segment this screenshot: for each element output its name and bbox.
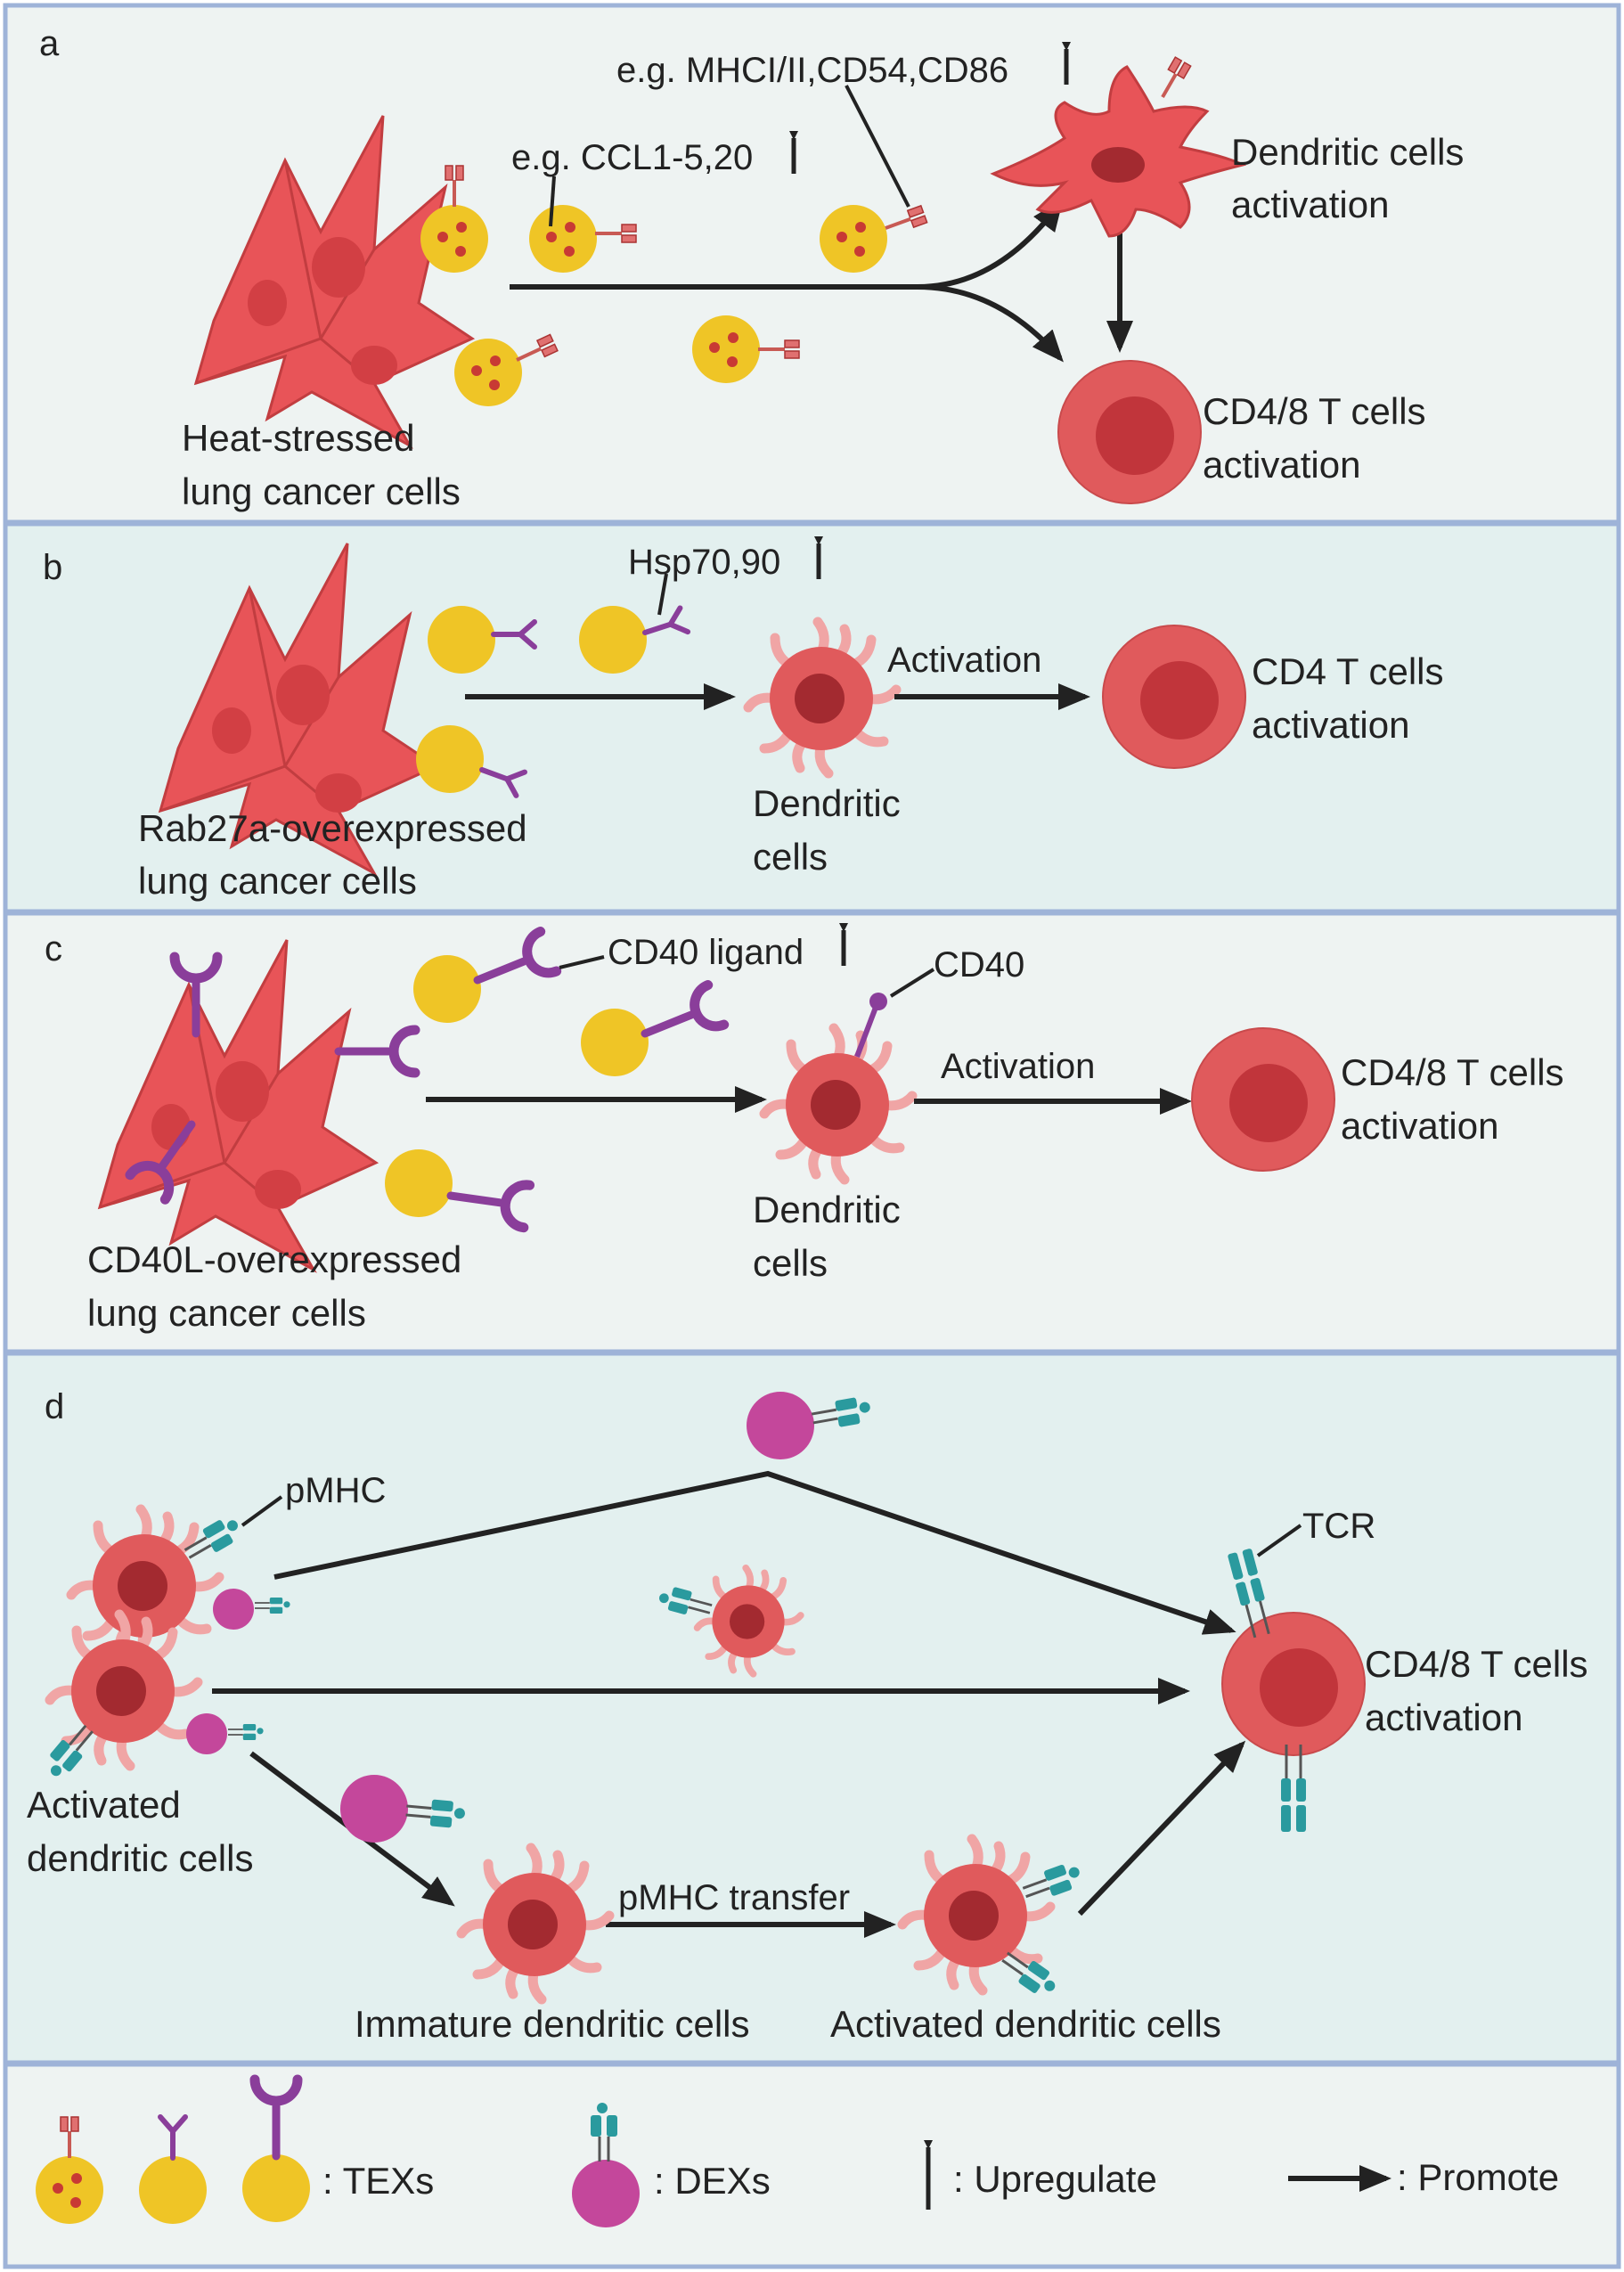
legend-upregulate-label: : Upregulate — [953, 2158, 1157, 2200]
activation-label: Activation — [887, 641, 1041, 680]
dex-exosome — [340, 1775, 468, 1843]
dex-exosome — [213, 1589, 291, 1630]
activated-dc-label: Activated dendritic cells — [830, 2003, 1221, 2045]
chemokines-label: e.g. CCL1-5,20 — [511, 138, 753, 177]
source-label-line2: dendritic cells — [27, 1837, 253, 1879]
pointer-line — [845, 85, 910, 208]
panel-d-letter: d — [45, 1387, 64, 1426]
pointer-line — [1256, 1524, 1302, 1557]
cd40-label: CD40 — [934, 945, 1024, 985]
hsp-label: Hsp70,90 — [628, 543, 780, 582]
t-activation-line1: CD4/8 T cells — [1341, 1051, 1564, 1093]
legend-promote-label: : Promote — [1397, 2156, 1559, 2198]
pmhc-label: pMHC — [285, 1471, 386, 1510]
t-activation-line2: activation — [1203, 444, 1360, 486]
source-label-line1: CD40L-overexpressed — [87, 1238, 461, 1280]
t-activation-line1: CD4/8 T cells — [1365, 1643, 1588, 1685]
immature-dc-label: Immature dendritic cells — [355, 2003, 749, 2045]
source-label-line1: Rab27a-overexpressed — [138, 807, 527, 849]
dc-label-line2: cells — [753, 1242, 828, 1284]
legend-dex-label: : DEXs — [654, 2160, 771, 2202]
source-label-line2: lung cancer cells — [87, 1292, 366, 1334]
cd40-ligand-label: CD40 ligand — [608, 933, 804, 972]
markers-label: e.g. MHCI/II,CD54,CD86 — [616, 51, 1008, 90]
dc-activation-line2: activation — [1231, 184, 1389, 225]
dex-exosome — [747, 1392, 875, 1459]
pointer-line — [657, 573, 668, 616]
pointer-line — [559, 955, 605, 969]
t-cell — [1057, 360, 1202, 504]
promote-arrow — [917, 284, 1064, 363]
dc-activation-line1: Dendritic cells — [1231, 131, 1464, 173]
t-activation-line2: activation — [1341, 1105, 1498, 1147]
dc-label-line1: Dendritic — [753, 1189, 901, 1230]
transfer-label: pMHC transfer — [618, 1878, 850, 1917]
source-label-line1: Activated — [27, 1784, 181, 1826]
panel-a-letter: a — [39, 24, 60, 63]
panel-b-letter: b — [43, 548, 62, 587]
legend-tex-label: : TEXs — [322, 2160, 434, 2202]
dendritic-cell-star — [990, 55, 1247, 238]
t-cell — [1221, 1612, 1366, 1756]
legend-dex — [572, 2101, 640, 2227]
promote-arrow — [273, 1470, 1236, 1635]
t-activation-line2: activation — [1365, 1696, 1522, 1738]
source-label-line1: Heat-stressed — [182, 417, 414, 459]
t-activation-line1: CD4 T cells — [1252, 650, 1444, 692]
t-activation-line2: activation — [1252, 704, 1409, 746]
dex-exosome — [186, 1713, 265, 1754]
pointer-line — [549, 176, 556, 227]
pointer-line — [241, 1495, 283, 1527]
dc-label-line2: cells — [753, 836, 828, 878]
panel-c-letter: c — [45, 929, 62, 968]
legend-background — [3, 2062, 1621, 2269]
activation-label: Activation — [941, 1047, 1095, 1086]
source-label-line2: lung cancer cells — [138, 860, 417, 902]
pointer-line — [889, 968, 935, 998]
t-cell — [1191, 1027, 1335, 1172]
dc-label-line1: Dendritic — [753, 782, 901, 824]
source-label-line2: lung cancer cells — [182, 470, 461, 512]
promote-arrow — [1077, 1740, 1246, 1916]
cd40-receptor-head — [869, 993, 887, 1010]
tcr-label: TCR — [1302, 1507, 1375, 1546]
t-activation-line1: CD4/8 T cells — [1203, 390, 1426, 432]
t-cell — [1102, 625, 1246, 769]
cd40-receptor — [854, 1003, 879, 1058]
